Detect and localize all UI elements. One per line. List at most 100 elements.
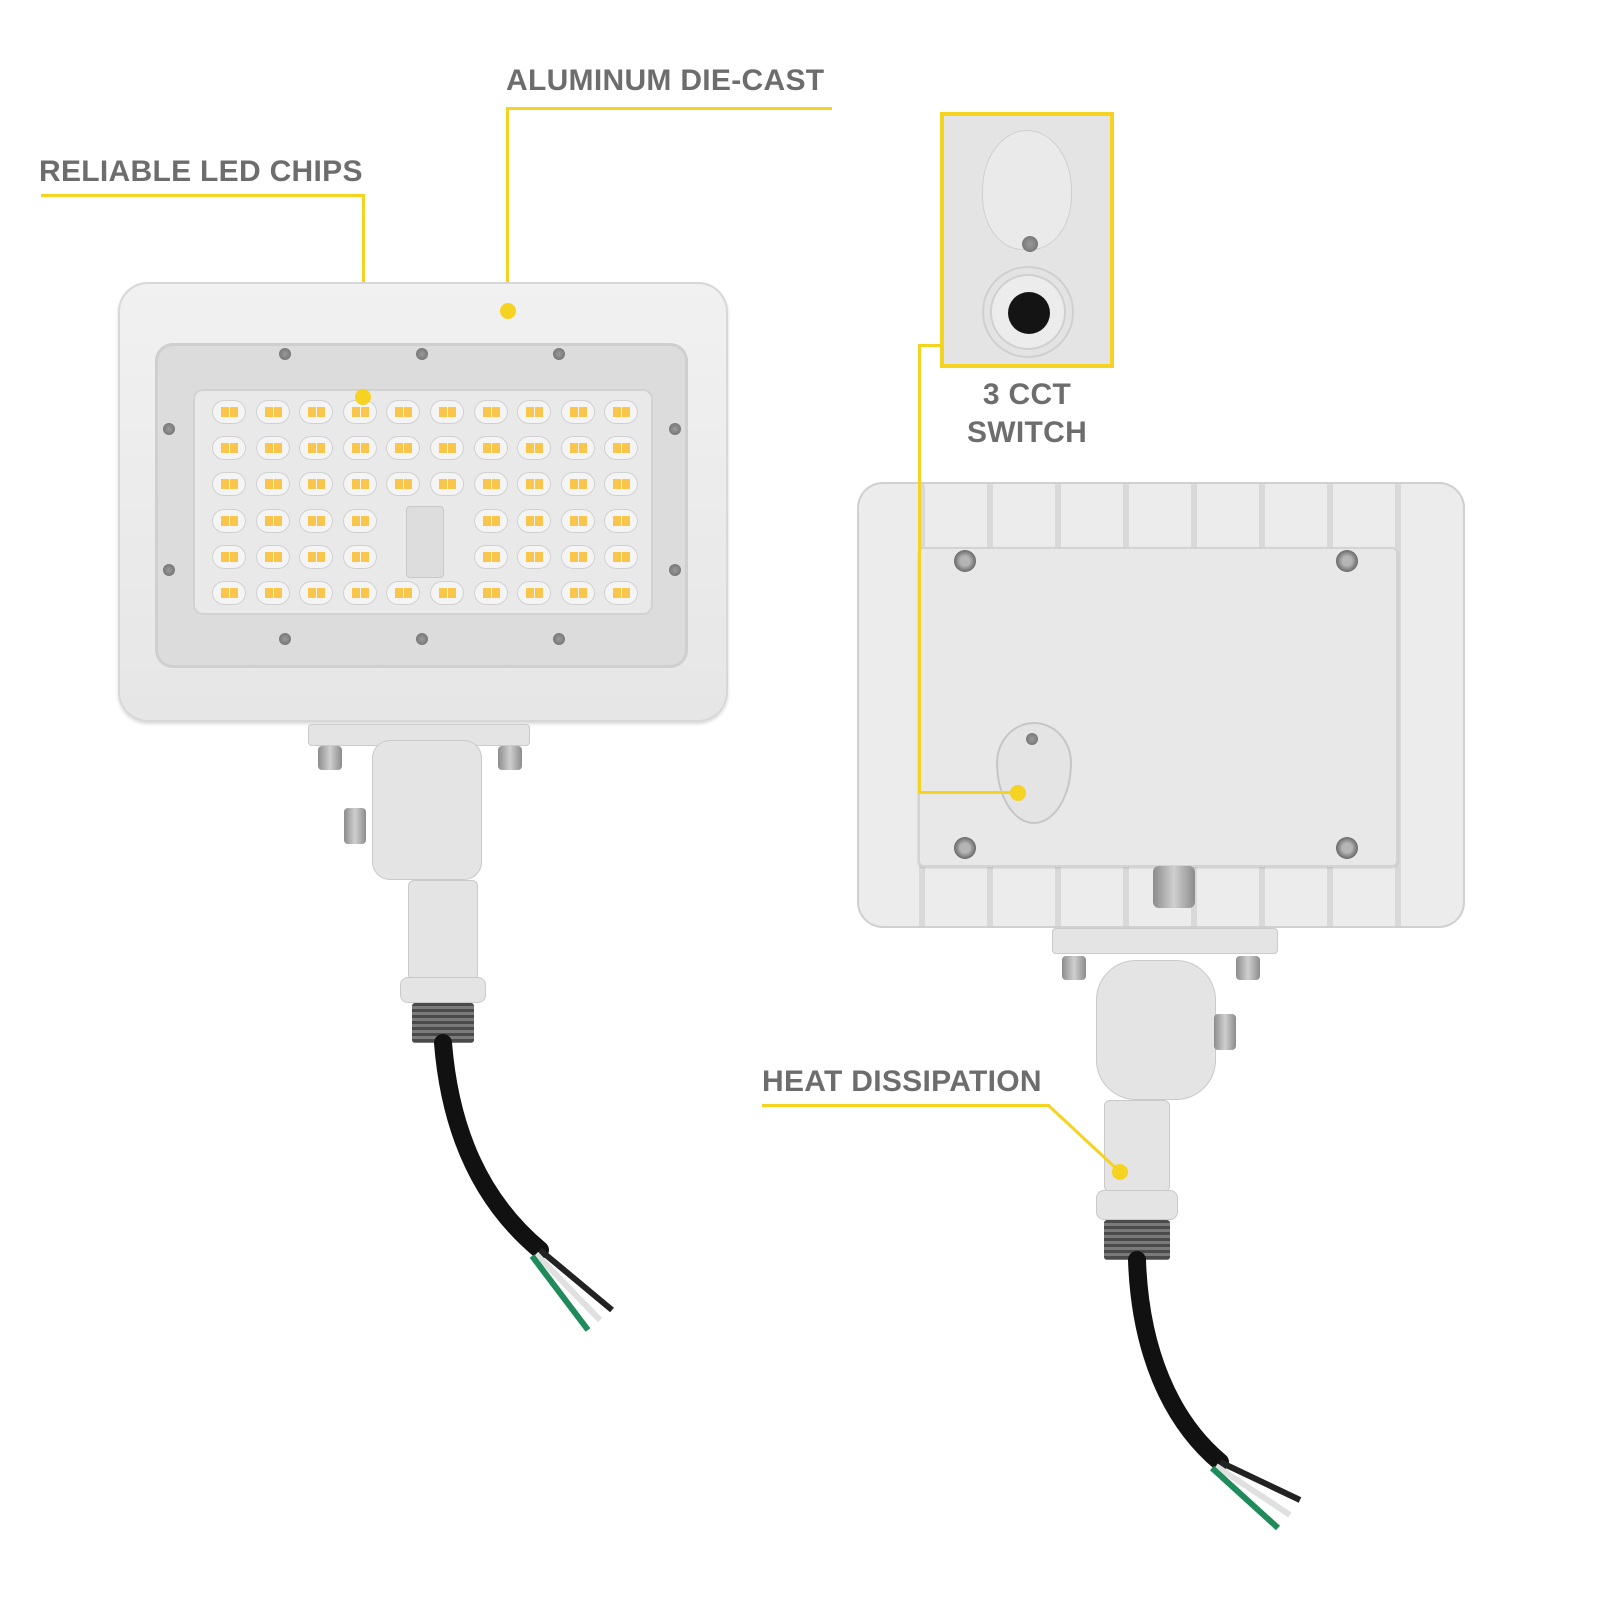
led-chip xyxy=(560,508,595,533)
led-chip xyxy=(342,581,377,605)
callout-aluminum-underline xyxy=(506,107,832,110)
led-chip xyxy=(517,472,552,497)
front-mount-bolt-right xyxy=(498,746,522,770)
led-chip xyxy=(255,508,290,533)
led-chip xyxy=(517,581,552,605)
back-mount-plate xyxy=(1052,928,1278,954)
front-mount-plate xyxy=(308,724,530,746)
callout-aluminum-die-cast: ALUMINUM DIE-CAST xyxy=(506,64,825,97)
led-chip xyxy=(604,436,639,461)
front-collar xyxy=(400,977,486,1003)
led-chip xyxy=(299,581,334,605)
cct-switch-detail-inset xyxy=(940,112,1114,368)
led-chip xyxy=(299,508,334,533)
led-chip xyxy=(473,436,508,461)
screw-icon xyxy=(669,564,681,576)
callout-cct-dot xyxy=(1010,785,1026,801)
led-chip xyxy=(517,544,552,569)
led-chip xyxy=(342,472,377,497)
led-chip xyxy=(212,436,246,461)
led-chip xyxy=(517,436,552,461)
led-chip xyxy=(473,472,508,497)
cct-label-line1: 3 CCT xyxy=(982,378,1072,411)
screw-icon xyxy=(279,348,291,360)
back-mount-bolt-left xyxy=(1062,956,1086,980)
switch-flap xyxy=(982,130,1072,250)
callout-heat-leader xyxy=(1046,1103,1122,1174)
led-chip xyxy=(255,544,290,569)
screw-icon xyxy=(416,348,428,360)
led-chip xyxy=(386,472,421,497)
front-wire-green xyxy=(529,1254,591,1332)
led-chip xyxy=(473,400,508,424)
led-chip xyxy=(342,544,377,569)
led-chip xyxy=(560,581,595,605)
led-chip xyxy=(212,508,246,533)
cable-gland xyxy=(1153,866,1195,908)
led-chip xyxy=(299,544,334,569)
callout-aluminum-dot xyxy=(500,303,516,319)
led-chip xyxy=(255,436,290,461)
callout-led-underline xyxy=(41,194,365,197)
screw-icon xyxy=(553,348,565,360)
led-chip xyxy=(473,581,508,605)
back-knuckle xyxy=(1096,960,1216,1100)
led-chip xyxy=(255,400,290,424)
callout-led-dot xyxy=(355,389,371,405)
callout-cct-leader-h1 xyxy=(918,344,942,347)
switch-knob[interactable] xyxy=(1008,292,1050,334)
screw-icon xyxy=(163,423,175,435)
screw-icon xyxy=(669,423,681,435)
led-chip xyxy=(212,544,246,569)
front-knuckle xyxy=(372,740,482,880)
led-chip xyxy=(386,436,421,461)
front-cable xyxy=(434,1034,549,1259)
front-stem xyxy=(408,880,478,980)
front-knuckle-bolt xyxy=(344,808,366,844)
callout-heat-underline xyxy=(762,1104,1050,1107)
led-chip xyxy=(430,472,464,497)
screw-icon xyxy=(1336,837,1358,859)
led-chip xyxy=(342,436,377,461)
screw-icon xyxy=(416,633,428,645)
led-chip xyxy=(517,400,552,424)
callout-heat-dot xyxy=(1112,1164,1128,1180)
led-chip xyxy=(560,436,595,461)
back-wire-black xyxy=(1218,1459,1302,1503)
front-wire-black xyxy=(538,1247,614,1313)
led-chip xyxy=(560,400,595,424)
led-chip xyxy=(212,400,246,424)
screw-icon xyxy=(553,633,565,645)
led-chip xyxy=(430,400,464,424)
back-cable xyxy=(1128,1251,1229,1471)
back-mount-bolt-right xyxy=(1236,956,1260,980)
front-mount-bolt-left xyxy=(318,746,342,770)
back-wire-green xyxy=(1209,1465,1281,1531)
screw-icon xyxy=(279,633,291,645)
led-chip xyxy=(299,436,334,461)
sensor-window xyxy=(406,506,444,578)
led-chip xyxy=(473,544,508,569)
led-chip xyxy=(299,400,334,424)
led-chip xyxy=(255,472,290,497)
screw-icon xyxy=(954,550,976,572)
led-chip xyxy=(560,544,595,569)
led-chip xyxy=(430,436,464,461)
led-chip xyxy=(430,581,464,605)
led-chip xyxy=(604,581,639,605)
front-wire-white xyxy=(533,1251,603,1323)
callout-aluminum-leader xyxy=(506,107,509,312)
led-chip xyxy=(560,472,595,497)
screw-icon xyxy=(954,837,976,859)
callout-heat-dissipation: HEAT DISSIPATION xyxy=(762,1065,1042,1098)
led-chip xyxy=(342,508,377,533)
cct-label-line2: SWITCH xyxy=(966,416,1088,449)
led-chip xyxy=(255,581,290,605)
led-chip xyxy=(212,581,246,605)
led-chip xyxy=(212,472,246,497)
screw-icon xyxy=(163,564,175,576)
callout-reliable-led-chips: RELIABLE LED CHIPS xyxy=(39,155,363,188)
back-wire-white xyxy=(1214,1463,1292,1518)
led-chip xyxy=(517,508,552,533)
